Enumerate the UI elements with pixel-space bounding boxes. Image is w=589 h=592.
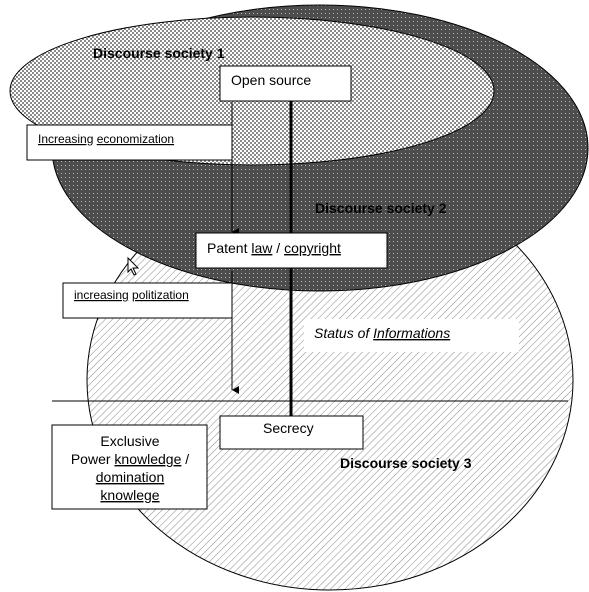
exclusive-line-4: knowlege — [100, 487, 159, 503]
secrecy-box — [219, 415, 364, 450]
patent-law-label: Patent law / copyright — [207, 240, 341, 256]
economization-label: Increasing economization — [38, 132, 174, 146]
exclusive-line-2: Power knowledge / — [71, 451, 189, 467]
open-source-box — [219, 65, 352, 102]
economization-box — [26, 124, 233, 161]
politization-label: increasing politization — [74, 288, 189, 302]
politization-box — [62, 282, 233, 319]
exclusive-line-1: Exclusive — [100, 433, 159, 449]
label-society-3: Discourse society 3 — [340, 455, 472, 471]
label-society-1: Discourse society 1 — [93, 45, 225, 61]
secrecy-label: Secrecy — [263, 420, 314, 436]
exclusive-line-3: domination — [96, 469, 165, 485]
mouse-cursor-icon — [127, 256, 140, 276]
exclusive-box — [51, 424, 208, 510]
patent-law-box — [195, 232, 388, 269]
status-label: Status of Informations — [314, 325, 450, 341]
status-box — [304, 319, 519, 352]
open-source-label: Open source — [231, 72, 311, 88]
label-society-2: Discourse society 2 — [315, 200, 447, 216]
